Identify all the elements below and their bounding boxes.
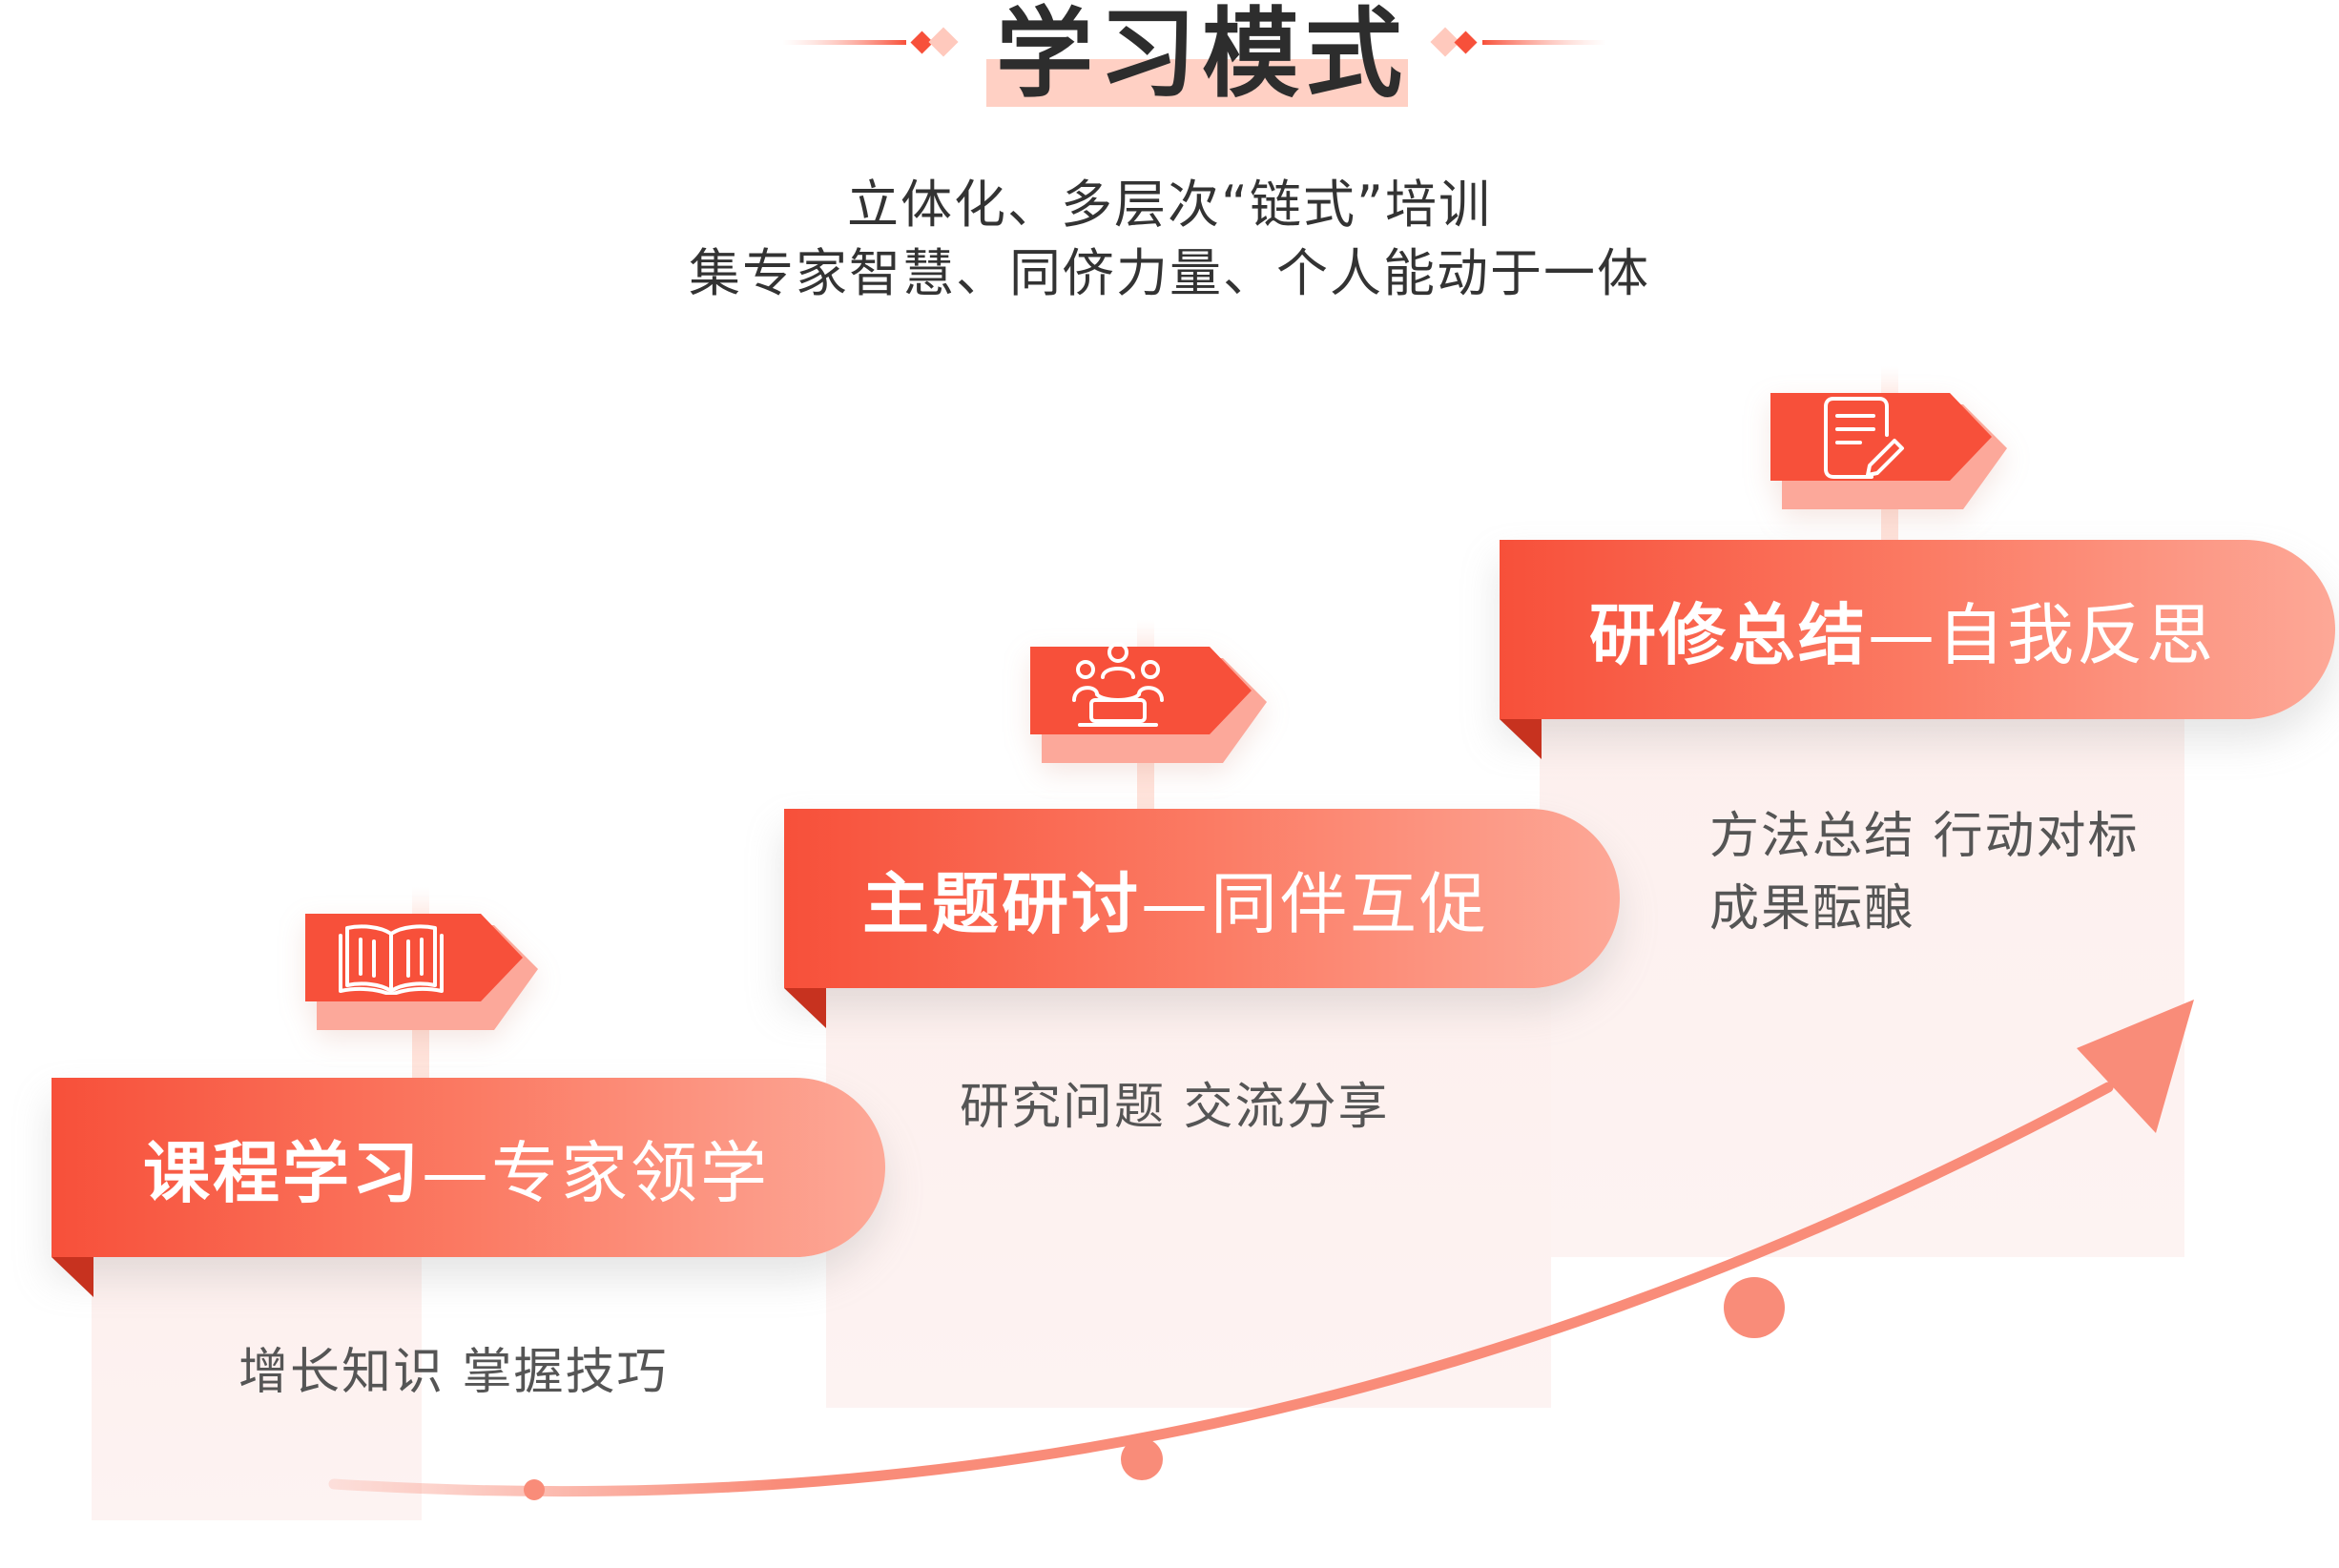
page-title: 学习模式 bbox=[996, 0, 1408, 112]
open-book-icon bbox=[339, 924, 444, 995]
meeting-group-icon bbox=[1072, 642, 1164, 727]
step-3-title-bold: 研修总结 bbox=[1589, 595, 1868, 674]
step-2-desc-line-1: 研究问题 交流分享 bbox=[960, 1079, 1390, 1136]
step-3-title-rest: —自我反思 bbox=[1868, 595, 2216, 674]
step-3-tab: 研修总结—自我反思 bbox=[1500, 540, 2335, 719]
step-2-fold bbox=[784, 988, 826, 1028]
step-3-desc-line-2: 成果酝酿 bbox=[1709, 879, 1916, 938]
step-1-description: 增长知识 掌握技巧 bbox=[238, 1337, 669, 1410]
step-3-panel bbox=[1540, 717, 2184, 1257]
step-2-description: 研究问题 交流分享 bbox=[960, 1072, 1390, 1145]
step-1-panel bbox=[92, 1257, 422, 1520]
step-1-title-rest: —专家领学 bbox=[422, 1133, 770, 1212]
arrow-head bbox=[2077, 1000, 2194, 1133]
document-edit-icon bbox=[1824, 397, 1904, 479]
step-3-fold bbox=[1500, 719, 1542, 759]
arrow-dot-large bbox=[1724, 1277, 1785, 1338]
step-2-title-rest: —同伴互促 bbox=[1141, 864, 1489, 943]
subtitle-line-2: 集专家智慧、同侪力量、个人能动于一体 bbox=[689, 243, 1650, 303]
title-highlight-bar bbox=[986, 59, 1408, 107]
step-1-desc-line-1: 增长知识 掌握技巧 bbox=[238, 1344, 669, 1401]
step-2-title-bold: 主题研讨 bbox=[862, 864, 1141, 943]
step-1-fold bbox=[52, 1257, 93, 1297]
arrow-dot-medium bbox=[1121, 1438, 1163, 1480]
arrow-dot-small bbox=[524, 1479, 545, 1500]
title-decoration-left bbox=[782, 27, 959, 57]
step-3-description: 方法总结 行动对标 成果酝酿 bbox=[1709, 801, 2140, 946]
step-1-title-bold: 课程学习 bbox=[143, 1133, 422, 1212]
title-decoration-right bbox=[1430, 27, 1606, 57]
subtitle-line-1: 立体化、多层次“链式”培训 bbox=[847, 175, 1492, 235]
step-2-tab: 主题研讨—同伴互促 bbox=[784, 809, 1620, 988]
step-2-panel bbox=[826, 986, 1551, 1408]
step-1-tab: 课程学习—专家领学 bbox=[52, 1078, 885, 1257]
step-3-desc-line-1: 方法总结 行动对标 bbox=[1709, 808, 2140, 865]
